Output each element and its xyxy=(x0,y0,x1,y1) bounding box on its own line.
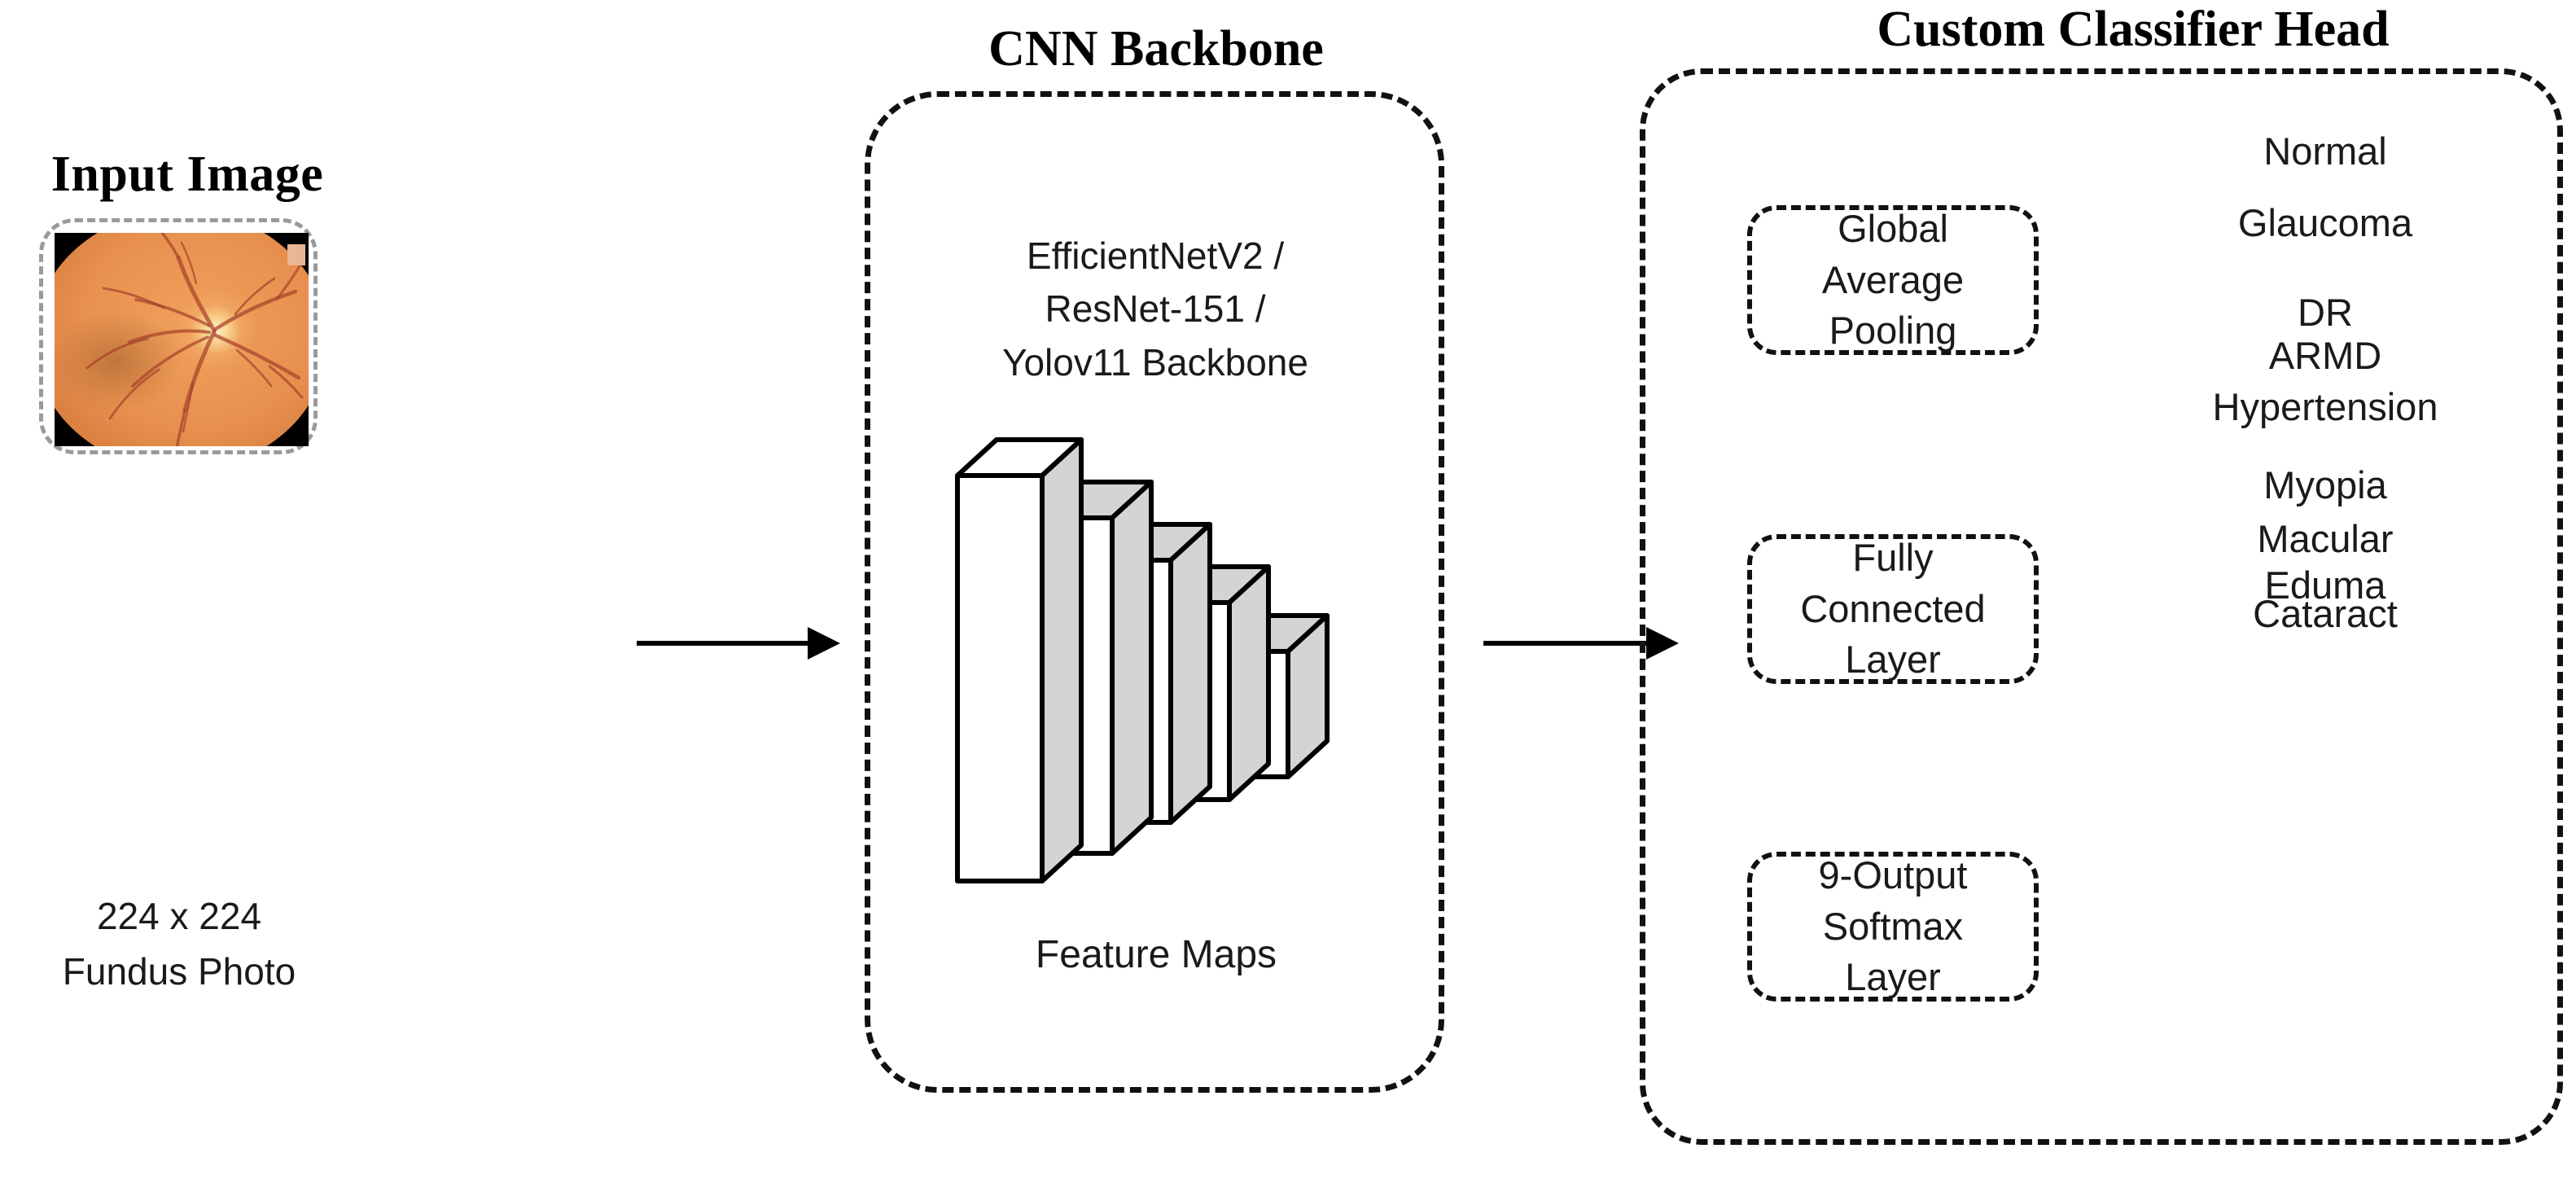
classifier-head-container xyxy=(1640,68,2563,1145)
stage-softmax-line2: Softmax xyxy=(1822,904,1964,948)
class-label-armd: ARMD xyxy=(2114,332,2537,379)
class-armd-text: ARMD xyxy=(2268,334,2382,377)
stage-fc-line3: Layer xyxy=(1845,638,1941,682)
classifier-head-title: Custom Classifier Head xyxy=(1877,2,2390,57)
class-eduma-text: Eduma xyxy=(2264,563,2386,607)
input-image-title: Input Image xyxy=(50,147,324,202)
stage-fully-connected-layer-label: Fully Connected Layer xyxy=(1800,533,1985,686)
class-label-macular-eduma: Macular Eduma xyxy=(2114,515,2537,609)
feature-maps-icon xyxy=(955,437,1330,883)
stage-gap-line1: Global xyxy=(1838,207,1948,251)
backbone-model-3: Yolov11 Backbone xyxy=(1002,340,1308,384)
input-image-caption: 224 x 224 Fundus Photo xyxy=(16,892,342,997)
class-macular-text: Macular xyxy=(2257,517,2394,560)
stage-global-average-pooling: Global Average Pooling xyxy=(1747,205,2039,355)
input-caption-type: Fundus Photo xyxy=(62,949,296,993)
class-myopia-text: Myopia xyxy=(2263,463,2387,506)
stage-softmax-layer-label: 9-Output Softmax Layer xyxy=(1819,850,1968,1003)
arrow-input-to-backbone-icon xyxy=(637,627,840,660)
fundus-vessels-icon xyxy=(85,233,304,446)
feature-maps-caption: Feature Maps xyxy=(1035,933,1277,976)
class-dr-text: DR xyxy=(2298,291,2353,334)
backbone-model-list: EfficientNetV2 / ResNet-151 / Yolov11 Ba… xyxy=(891,230,1420,389)
class-label-dr: DR xyxy=(2114,289,2537,335)
class-normal-text: Normal xyxy=(2263,129,2387,173)
cnn-backbone-title: CNN Backbone xyxy=(988,21,1324,77)
class-glaucoma-text: Glaucoma xyxy=(2237,201,2413,244)
stage-softmax-layer: 9-Output Softmax Layer xyxy=(1747,852,2039,1002)
input-caption-size: 224 x 224 xyxy=(96,895,262,937)
arrow-backbone-to-head-icon xyxy=(1483,627,1679,660)
backbone-model-1: EfficientNetV2 / xyxy=(1026,235,1285,277)
stage-fully-connected-layer: Fully Connected Layer xyxy=(1747,534,2039,684)
class-label-glaucoma: Glaucoma xyxy=(2114,199,2537,246)
fundus-corner-notch xyxy=(287,244,305,265)
class-label-myopia: Myopia xyxy=(2114,462,2537,508)
cnn-backbone-container xyxy=(865,91,1444,1093)
fundus-photo xyxy=(55,233,309,446)
stage-global-average-pooling-label: Global Average Pooling xyxy=(1822,204,1964,357)
stage-gap-line2: Average xyxy=(1821,257,1965,301)
stage-gap-line3: Pooling xyxy=(1829,309,1957,353)
stage-softmax-line1: 9-Output xyxy=(1818,853,1968,897)
stage-fc-line2: Connected xyxy=(1800,586,1986,630)
class-hypertension-text: Hypertension xyxy=(2212,385,2438,428)
stage-softmax-line3: Layer xyxy=(1845,955,1941,999)
backbone-model-2: ResNet-151 / xyxy=(1045,287,1266,331)
class-label-normal: Normal xyxy=(2114,128,2537,174)
stage-fc-line1: Fully xyxy=(1852,536,1934,580)
class-label-cataract: Cataract xyxy=(2114,590,2537,637)
class-label-hypertension: Hypertension xyxy=(2114,384,2537,430)
input-image-container xyxy=(39,218,318,454)
class-cataract-text: Cataract xyxy=(2253,592,2398,635)
